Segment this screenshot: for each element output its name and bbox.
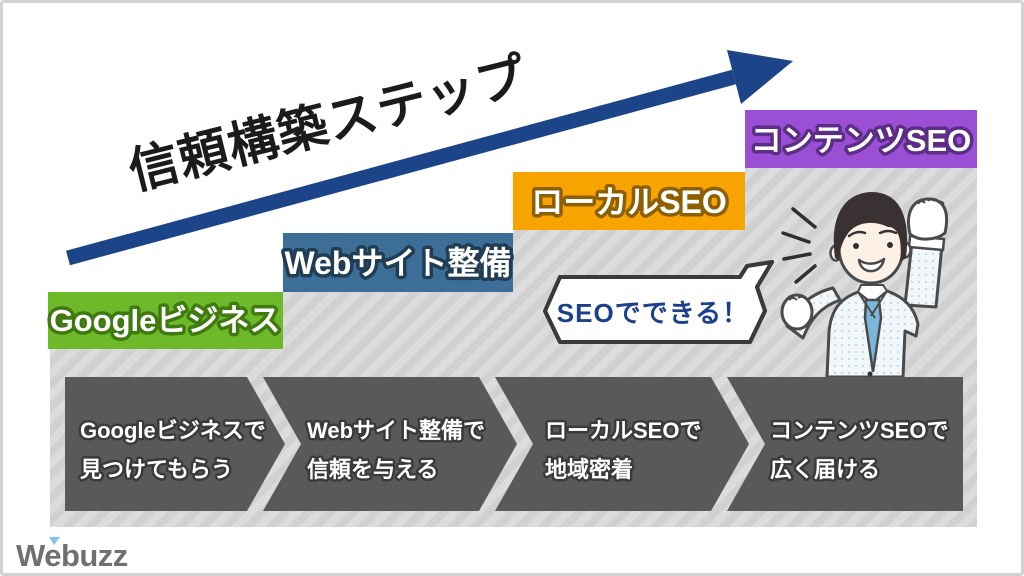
left-fist-knuckles — [788, 295, 807, 301]
process-chevron-3 — [495, 377, 749, 511]
step-box-website — [283, 233, 513, 292]
suit-lapels — [857, 290, 888, 319]
process-band: Googleビジネスで 見つけてもらう Webサイト整備で 信頼を与える ローカ… — [65, 377, 963, 511]
process-text-3-line1: ローカルSEOで — [545, 418, 701, 443]
process-text-4-line1: コンテンツSEOで — [770, 418, 948, 443]
logo-accent-triangle-icon — [49, 537, 60, 545]
process-text-2-line1: Webサイト整備で — [307, 418, 485, 443]
step-label-content-seo: コンテンツSEO — [751, 123, 971, 158]
growth-arrow — [66, 50, 793, 266]
growth-arrow-head — [727, 50, 793, 104]
step-label-google-business: Googleビジネス — [50, 303, 281, 338]
necktie — [863, 298, 883, 373]
process-text-4-line2: 広く届ける — [770, 457, 880, 482]
raised-fist — [907, 197, 949, 241]
left-eye — [853, 243, 859, 249]
step-box-local-seo — [513, 172, 745, 230]
process-chevron-2 — [263, 377, 517, 511]
process-text-1-line2: 見つけてもらう — [80, 457, 233, 482]
hair — [833, 192, 908, 262]
process-chevron-4 — [727, 377, 963, 511]
step-box-content-seo — [745, 110, 977, 168]
step-boxes: Googleビジネス Webサイト整備 ローカルSEO コンテンツSEO — [46, 110, 977, 349]
logo-text: Webuzz — [16, 538, 128, 573]
emphasis-lines-icon — [781, 207, 817, 284]
step-label-local-seo: ローカルSEO — [531, 184, 727, 220]
speech-bubble-text: SEOでできる！ — [557, 298, 749, 328]
left-fist — [780, 293, 814, 331]
step-label-website: Webサイト整備 — [285, 245, 512, 281]
suit-button — [867, 371, 873, 377]
speech-bubble-border — [543, 260, 774, 344]
webuzz-logo: Webuzz — [16, 537, 128, 573]
right-eye — [887, 242, 893, 248]
process-text-2-line2: 信頼を与える — [307, 457, 438, 482]
staircase-striped-background — [50, 168, 977, 527]
character-illustration — [780, 192, 949, 379]
speech-bubble: SEOでできる！ — [543, 260, 774, 344]
process-text-1-line1: Googleビジネスで — [80, 418, 266, 443]
process-chevron-1 — [65, 377, 285, 511]
smiling-mouth — [857, 257, 886, 273]
growth-arrow-shaft — [66, 69, 736, 266]
process-text-3-line2: 地域密着 — [545, 457, 633, 482]
eyebrows — [847, 229, 898, 238]
raised-fist-knuckles — [917, 198, 945, 205]
step-box-google-business — [48, 292, 283, 349]
